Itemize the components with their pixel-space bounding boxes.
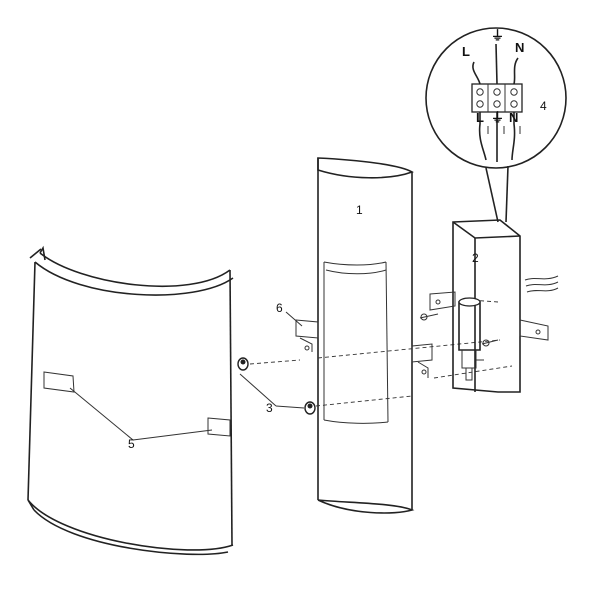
- supply-cable: [524, 275, 559, 293]
- callout-4: 4: [540, 99, 547, 113]
- wire-label-earth-top: ⏚: [491, 28, 504, 43]
- column-bracket-right: [411, 343, 433, 378]
- callout-6: 6: [276, 301, 283, 315]
- wall-plate: [452, 219, 521, 393]
- mounting-screw-right: [481, 339, 499, 347]
- wire-label-earth-bottom: ⏚: [491, 110, 504, 125]
- mounting-screw-left: [419, 313, 439, 321]
- shade-mounting-tab-right: [207, 417, 231, 437]
- wall-bracket-left: [429, 291, 456, 311]
- column-body: [317, 157, 415, 514]
- shade-mounting-tab-left: [43, 371, 75, 393]
- leader-lines: [69, 311, 305, 441]
- callout-2: 2: [472, 251, 479, 265]
- screw-upper: [237, 357, 249, 371]
- callout-1: 1: [356, 203, 363, 217]
- curved-shade: [27, 245, 234, 556]
- wiring-detail: [425, 27, 567, 223]
- screw-lower: [304, 401, 316, 415]
- wall-bracket-right: [519, 319, 549, 341]
- callout-5: 5: [128, 437, 135, 451]
- lamp-socket: [458, 297, 484, 381]
- wire-label-neutral-bottom: N: [509, 110, 518, 125]
- callout-3: 3: [266, 401, 273, 415]
- wire-label-live-bottom: L: [476, 110, 484, 125]
- wire-label-neutral-top: N: [515, 40, 524, 55]
- column-bracket-left: [295, 319, 319, 352]
- wire-label-live-top: L: [462, 44, 470, 59]
